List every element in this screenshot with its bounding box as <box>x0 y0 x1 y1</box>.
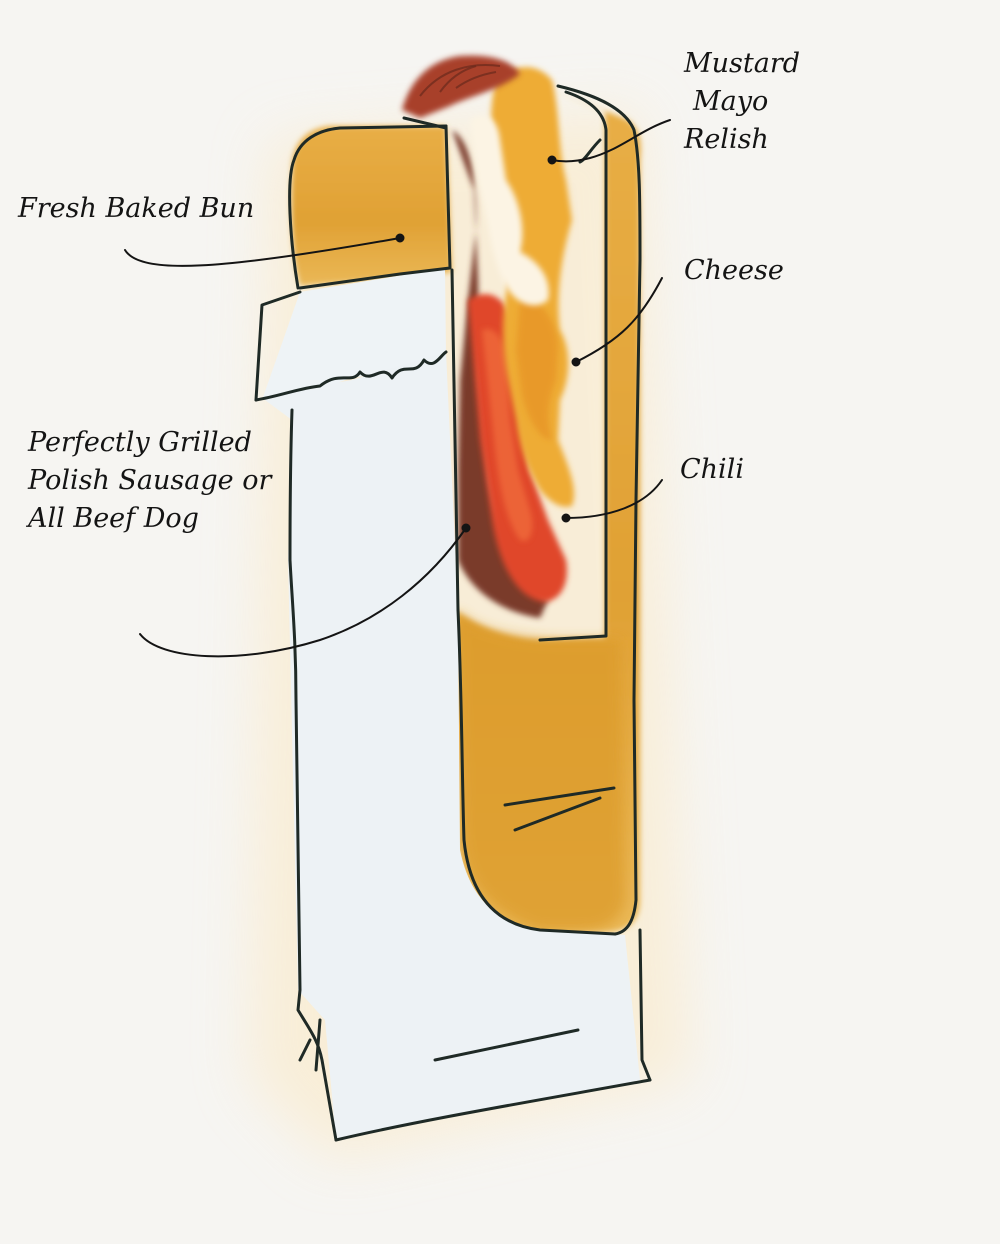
label-cheese-text: Cheese <box>684 255 784 286</box>
label-bun-text: Fresh Baked Bun <box>18 193 255 224</box>
label-mustard: Mustard <box>684 48 801 79</box>
leader-sausage <box>139 527 467 658</box>
label-relish: Relish <box>684 124 769 155</box>
leader-condiments <box>551 119 671 163</box>
label-condiments: Mustard Mayo Relish <box>684 45 800 159</box>
label-chili: Chili <box>680 451 744 489</box>
label-chili-text: Chili <box>680 454 744 485</box>
sausage-tip <box>402 55 520 118</box>
cheese-deep <box>516 299 558 440</box>
chili-highlight <box>482 329 533 541</box>
label-sausage-line3: All Beef Dog <box>28 503 199 534</box>
label-sausage-line2: Polish Sausage or <box>28 465 272 496</box>
label-sausage-line1: Perfectly Grilled <box>28 427 252 458</box>
wrapper-body <box>265 352 640 1140</box>
label-fresh-baked-bun: Fresh Baked Bun <box>18 190 254 228</box>
label-cheese: Cheese <box>684 252 784 290</box>
label-sausage: Perfectly Grilled Polish Sausage or All … <box>28 424 271 538</box>
label-mayo: Mayo <box>693 86 769 117</box>
bun-left-top <box>291 126 452 286</box>
leader-bun <box>124 237 401 267</box>
leader-chili <box>565 479 663 519</box>
mayo <box>470 115 549 306</box>
bun-lower <box>458 610 625 930</box>
sausage <box>452 130 548 618</box>
leader-cheese <box>575 277 663 363</box>
